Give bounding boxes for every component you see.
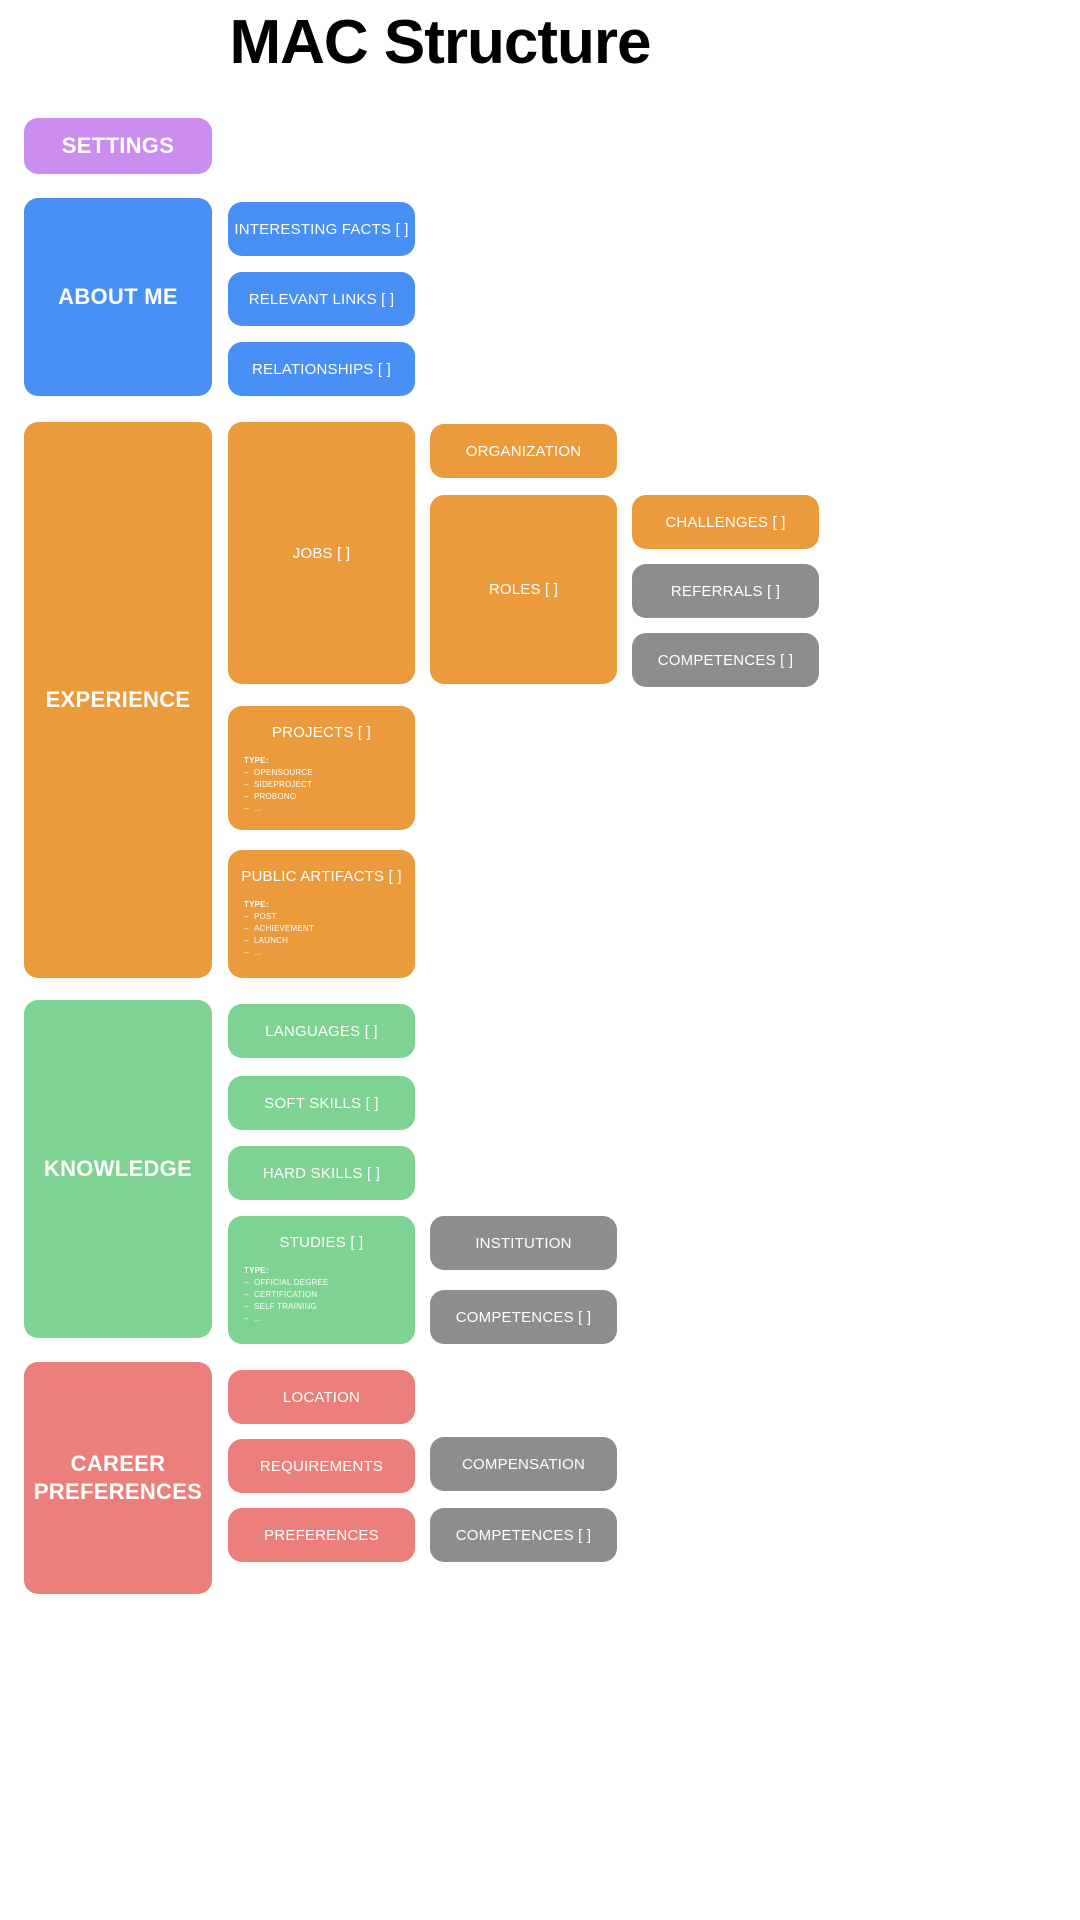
experience-organization[interactable]: ORGANIZATION [430, 424, 617, 478]
knowledge-studies[interactable]: STUDIES [ ] TYPE: –OFFICIAL DEGREE –CERT… [228, 1216, 415, 1344]
career-preferences-competences-label: COMPETENCES [ ] [455, 1526, 592, 1544]
experience-referrals-label: REFERRALS [ ] [670, 582, 781, 600]
experience-roles[interactable]: ROLES [ ] [430, 495, 617, 684]
experience-label: EXPERIENCE [45, 687, 191, 712]
experience-projects[interactable]: PROJECTS [ ] TYPE: –OPENSOURCE –SIDEPROJ… [228, 706, 415, 830]
knowledge-soft-skills[interactable]: SOFT SKILLS [ ] [228, 1076, 415, 1130]
knowledge-competences-label: COMPETENCES [ ] [455, 1308, 592, 1326]
type-item: –... [244, 804, 262, 813]
about-me-interesting-facts-label: INTERESTING FACTS [ ] [234, 220, 409, 238]
experience-organization-label: ORGANIZATION [465, 442, 582, 460]
experience-jobs[interactable]: JOBS [ ] [228, 422, 415, 684]
career-preferences-requirements-label: REQUIREMENTS [259, 1457, 384, 1475]
experience-jobs-label: JOBS [ ] [292, 544, 351, 562]
knowledge-soft-skills-label: SOFT SKILLS [ ] [264, 1094, 379, 1112]
experience-projects-type-list: TYPE: –OPENSOURCE –SIDEPROJECT –PROBONO … [228, 755, 415, 815]
knowledge-hard-skills-label: HARD SKILLS [ ] [262, 1164, 381, 1182]
knowledge-studies-type-list: TYPE: –OFFICIAL DEGREE –CERTIFICATION –S… [228, 1265, 415, 1325]
settings-block[interactable]: SETTINGS [24, 118, 212, 174]
career-preferences-competences[interactable]: COMPETENCES [ ] [430, 1508, 617, 1562]
career-preferences-preferences[interactable]: PREFERENCES [228, 1508, 415, 1562]
career-preferences-block[interactable]: CAREER PREFERENCES [24, 1362, 212, 1594]
type-item: –... [244, 1314, 262, 1323]
type-heading: TYPE: [244, 756, 269, 765]
career-preferences-location[interactable]: LOCATION [228, 1370, 415, 1424]
experience-public-artifacts-type-list: TYPE: –POST –ACHIEVEMENT –LAUNCH –... [228, 899, 415, 959]
career-preferences-location-label: LOCATION [282, 1388, 361, 1406]
career-preferences-compensation-label: COMPENSATION [462, 1455, 585, 1473]
knowledge-block[interactable]: KNOWLEDGE [24, 1000, 212, 1338]
knowledge-label: KNOWLEDGE [43, 1156, 193, 1181]
knowledge-studies-label: STUDIES [ ] [279, 1234, 364, 1251]
type-item: –OFFICIAL DEGREE [244, 1278, 329, 1287]
knowledge-institution-label: INSTITUTION [475, 1234, 572, 1252]
experience-referrals[interactable]: REFERRALS [ ] [632, 564, 819, 618]
about-me-relevant-links[interactable]: RELEVANT LINKS [ ] [228, 272, 415, 326]
about-me-interesting-facts[interactable]: INTERESTING FACTS [ ] [228, 202, 415, 256]
experience-public-artifacts-label: PUBLIC ARTIFACTS [ ] [241, 868, 402, 885]
about-me-relationships-label: RELATIONSHIPS [ ] [252, 360, 391, 378]
experience-projects-label: PROJECTS [ ] [271, 724, 372, 741]
experience-public-artifacts[interactable]: PUBLIC ARTIFACTS [ ] TYPE: –POST –ACHIEV… [228, 850, 415, 978]
career-preferences-compensation[interactable]: COMPENSATION [430, 1437, 617, 1491]
knowledge-institution[interactable]: INSTITUTION [430, 1216, 617, 1270]
experience-competences[interactable]: COMPETENCES [ ] [632, 633, 819, 687]
page-title: MAC Structure [229, 8, 651, 77]
career-preferences-requirements[interactable]: REQUIREMENTS [228, 1439, 415, 1493]
knowledge-hard-skills[interactable]: HARD SKILLS [ ] [228, 1146, 415, 1200]
type-item: –ACHIEVEMENT [244, 924, 314, 933]
settings-label: SETTINGS [61, 133, 175, 158]
type-item: –CERTIFICATION [244, 1290, 318, 1299]
type-heading: TYPE: [244, 900, 269, 909]
about-me-block[interactable]: ABOUT ME [24, 198, 212, 396]
knowledge-competences[interactable]: COMPETENCES [ ] [430, 1290, 617, 1344]
experience-block[interactable]: EXPERIENCE [24, 422, 212, 978]
type-item: –LAUNCH [244, 936, 289, 945]
type-item: –POST [244, 912, 277, 921]
type-heading: TYPE: [244, 1266, 269, 1275]
type-item: –SIDEPROJECT [244, 780, 313, 789]
type-item: –OPENSOURCE [244, 768, 313, 777]
about-me-label: ABOUT ME [58, 284, 178, 309]
experience-roles-label: ROLES [ ] [488, 581, 559, 598]
about-me-relationships[interactable]: RELATIONSHIPS [ ] [228, 342, 415, 396]
knowledge-languages[interactable]: LANGUAGES [ ] [228, 1004, 415, 1058]
type-item: –... [244, 948, 262, 957]
about-me-relevant-links-label: RELEVANT LINKS [ ] [248, 290, 395, 308]
career-preferences-label: CAREER PREFERENCES [33, 1451, 203, 1504]
experience-competences-label: COMPETENCES [ ] [657, 651, 794, 669]
type-item: –SELF TRAINING [244, 1302, 317, 1311]
experience-challenges-label: CHALLENGES [ ] [665, 513, 786, 531]
knowledge-languages-label: LANGUAGES [ ] [265, 1022, 378, 1040]
experience-challenges[interactable]: CHALLENGES [ ] [632, 495, 819, 549]
type-item: –PROBONO [244, 792, 297, 801]
career-preferences-preferences-label: PREFERENCES [264, 1526, 379, 1544]
